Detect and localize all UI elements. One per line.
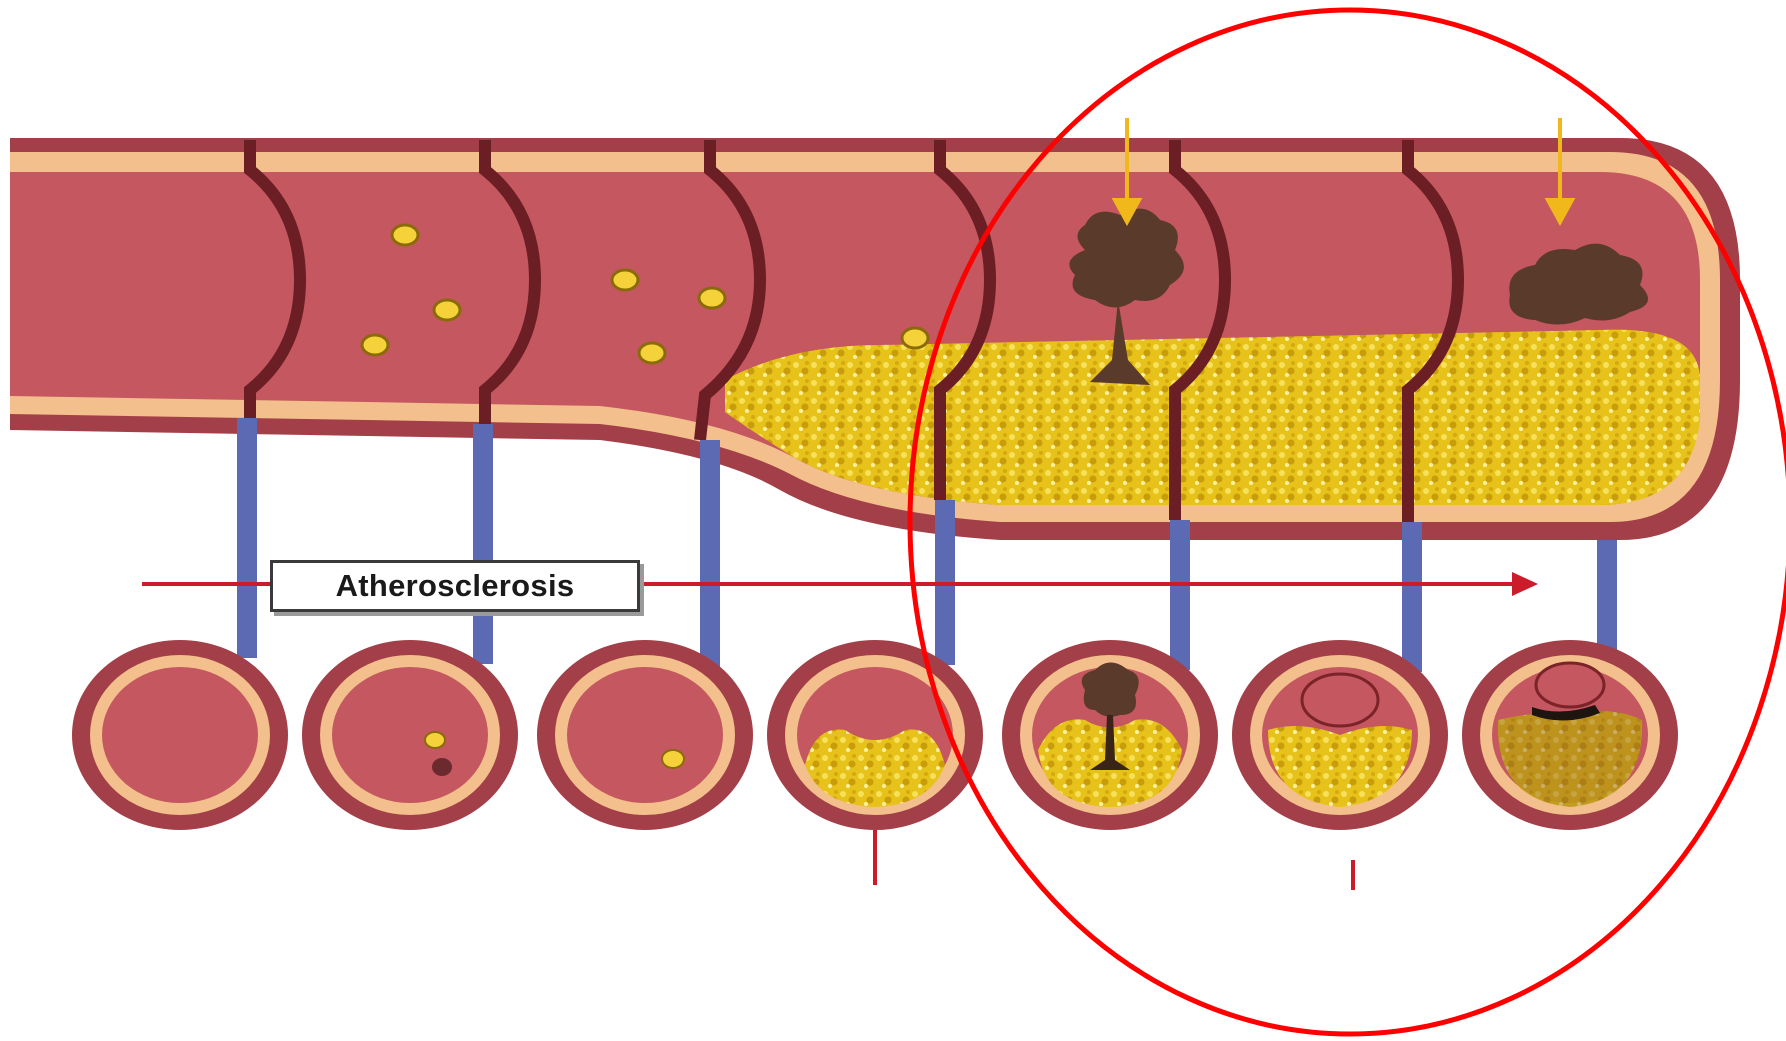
cross-section-5 <box>1002 640 1218 830</box>
plaque-deposit <box>725 330 1700 505</box>
cross-section-3 <box>537 640 753 830</box>
cross-section-1 <box>72 640 288 830</box>
atherosclerosis-label-box: Atherosclerosis <box>270 560 640 612</box>
artery-longitudinal <box>10 118 1740 540</box>
cross-section-2 <box>302 640 518 830</box>
cross-sections <box>72 640 1678 890</box>
cross-section-7 <box>1462 640 1678 830</box>
cross-section-6 <box>1232 640 1448 830</box>
cross-section-4 <box>767 640 983 885</box>
atherosclerosis-label: Atherosclerosis <box>336 568 575 604</box>
